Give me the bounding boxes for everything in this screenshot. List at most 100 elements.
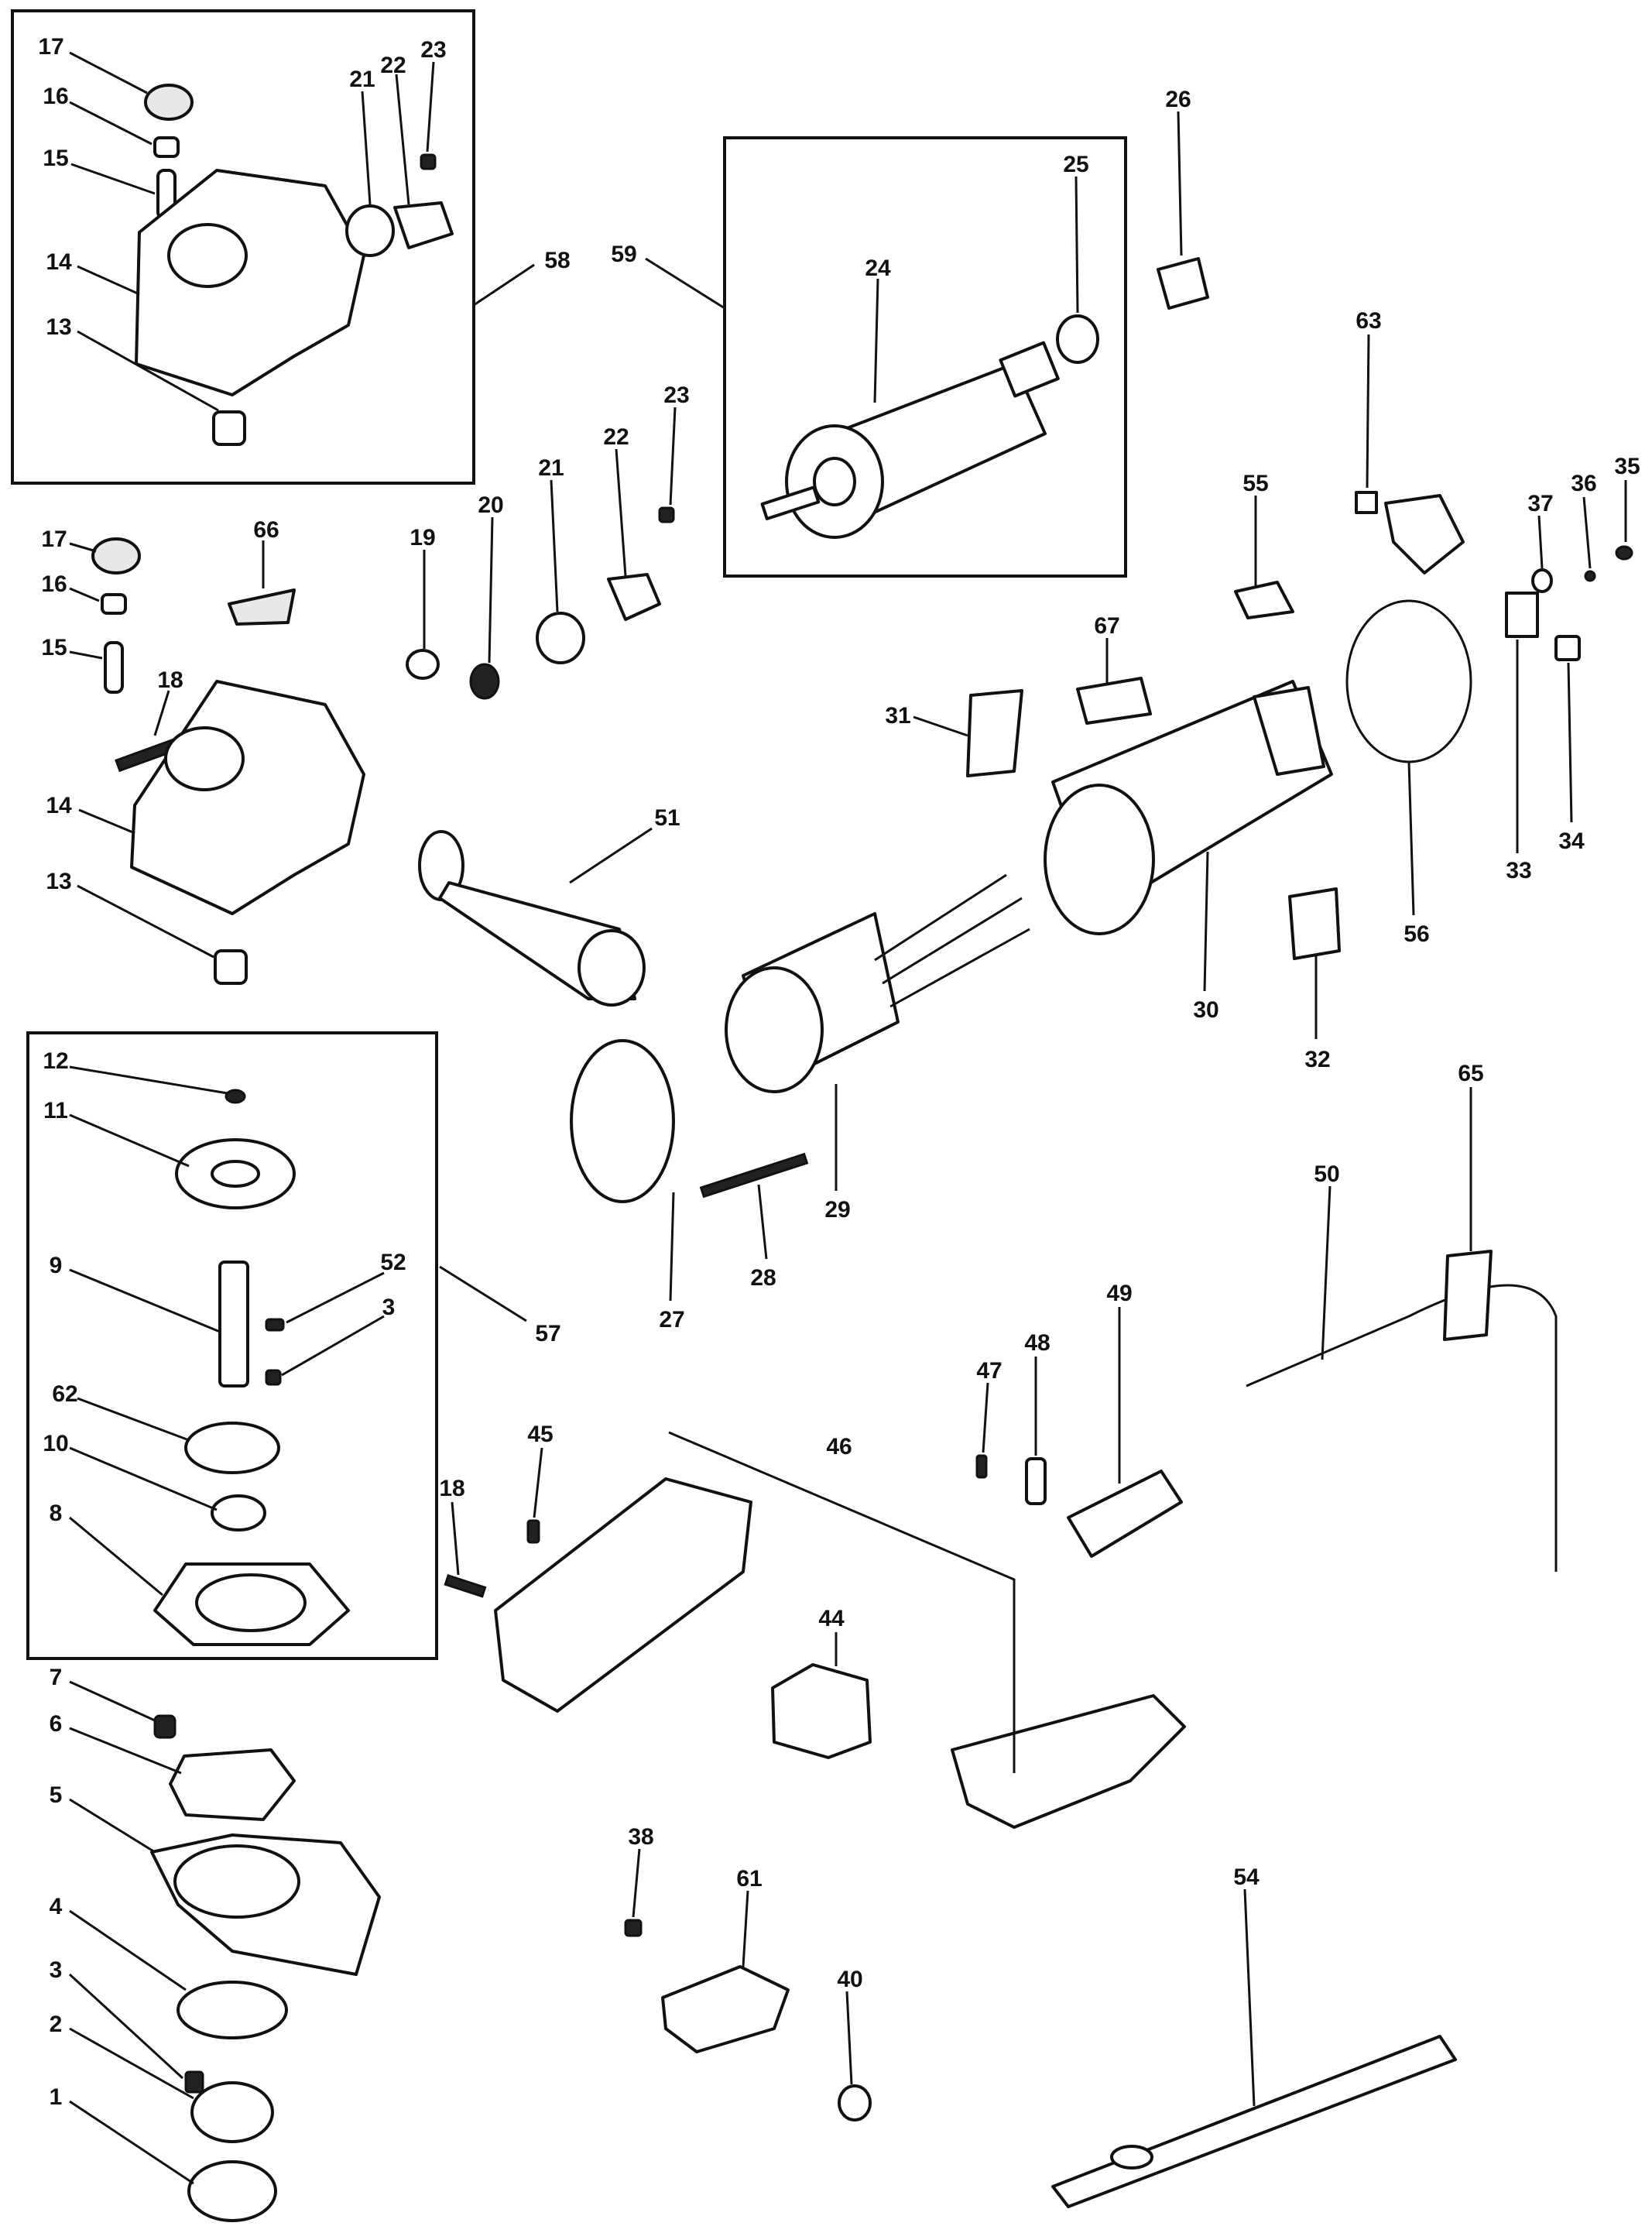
callout-11: 11 bbox=[43, 1098, 68, 1123]
bearing-21 bbox=[345, 204, 395, 257]
spring-16b bbox=[101, 593, 127, 615]
label-32 bbox=[1288, 887, 1341, 960]
bushing-13b bbox=[214, 949, 248, 985]
plate-62 bbox=[184, 1422, 280, 1474]
callout-59: 59 bbox=[611, 242, 636, 267]
bearing-10 bbox=[211, 1494, 266, 1532]
cord-50 bbox=[1246, 1284, 1558, 1572]
guard-5-collar bbox=[173, 1844, 300, 1919]
spindle-9 bbox=[218, 1261, 249, 1387]
callout-14b: 14 bbox=[46, 793, 72, 818]
screw-7 bbox=[153, 1714, 177, 1739]
field-29-leads bbox=[874, 873, 1030, 1008]
gear-case-14b-bore bbox=[164, 726, 245, 791]
bearing-housing-8-bore bbox=[195, 1573, 307, 1632]
callout-33: 33 bbox=[1506, 858, 1531, 883]
callout-55: 55 bbox=[1242, 471, 1268, 496]
callouts-59: 24 25 59 bbox=[611, 152, 1089, 403]
handle-half-46a bbox=[494, 1477, 752, 1713]
callout-15: 15 bbox=[43, 146, 68, 171]
callout-16: 16 bbox=[43, 84, 68, 109]
field-29-bore bbox=[725, 966, 824, 1093]
callouts-guard: 7 6 5 4 3 2 1 bbox=[50, 1665, 194, 2185]
group-59-frame bbox=[723, 136, 1127, 578]
motor-housing-30-rear bbox=[1253, 686, 1325, 776]
callout-32: 32 bbox=[1304, 1047, 1330, 1072]
screw-3 bbox=[184, 2070, 204, 2094]
callout-18: 18 bbox=[157, 667, 183, 693]
callout-3: 3 bbox=[50, 1957, 63, 1983]
callout-6: 6 bbox=[50, 1711, 63, 1737]
callout-36: 36 bbox=[1571, 471, 1596, 496]
screw-23b bbox=[658, 506, 675, 523]
brush-holder-parts bbox=[1355, 491, 1633, 661]
callout-22: 22 bbox=[380, 53, 406, 78]
flange-1 bbox=[187, 2160, 277, 2222]
spindle-assembly-57 bbox=[153, 1089, 350, 1646]
key-52 bbox=[265, 1318, 285, 1332]
callout-28: 28 bbox=[750, 1265, 776, 1291]
label-55 bbox=[1234, 581, 1294, 619]
callout-34: 34 bbox=[1558, 828, 1585, 854]
gear-case-parts bbox=[91, 537, 365, 985]
callout-15b: 15 bbox=[41, 635, 67, 660]
cord-guard-49 bbox=[1067, 1470, 1183, 1558]
callout-52: 52 bbox=[380, 1250, 406, 1275]
spring-16 bbox=[153, 136, 180, 158]
callout-21: 21 bbox=[349, 67, 375, 92]
plate-22b bbox=[607, 573, 661, 621]
callout-8: 8 bbox=[50, 1501, 63, 1526]
callout-58: 58 bbox=[544, 248, 570, 273]
motor-housing-parts bbox=[570, 257, 1472, 1203]
bushing-13 bbox=[212, 410, 246, 446]
screw-23 bbox=[420, 153, 437, 170]
callout-23b: 23 bbox=[663, 382, 689, 408]
callout-62: 62 bbox=[52, 1381, 77, 1407]
callout-38: 38 bbox=[628, 1824, 653, 1850]
callout-63: 63 bbox=[1356, 308, 1381, 334]
holder-63 bbox=[1384, 494, 1465, 575]
callout-16b: 16 bbox=[41, 571, 67, 597]
gear-20 bbox=[469, 663, 500, 700]
group-58-frame bbox=[11, 9, 475, 485]
bearing-21b bbox=[536, 612, 585, 664]
guard-and-flanges bbox=[150, 1714, 381, 2222]
callout-37: 37 bbox=[1527, 491, 1553, 516]
callouts-handle: 18 45 46 44 47 48 49 50 65 38 61 40 54 bbox=[439, 1061, 1484, 2107]
callout-24: 24 bbox=[865, 256, 891, 281]
callout-17: 17 bbox=[38, 34, 63, 60]
callout-9: 9 bbox=[50, 1253, 63, 1278]
callout-13b: 13 bbox=[46, 869, 71, 894]
screw-18b bbox=[444, 1573, 487, 1598]
cap-17b bbox=[91, 537, 141, 575]
clamp-48 bbox=[1025, 1457, 1047, 1505]
callout-56: 56 bbox=[1404, 921, 1429, 947]
callout-30: 30 bbox=[1193, 997, 1218, 1023]
screw-35 bbox=[1615, 545, 1633, 561]
callouts-58: 17 16 15 14 13 21 22 23 58 bbox=[38, 34, 571, 412]
pin-15b bbox=[104, 641, 124, 694]
callout-20: 20 bbox=[478, 492, 503, 518]
holder-63a bbox=[1355, 491, 1378, 514]
handle-and-switch-parts bbox=[444, 1250, 1558, 2208]
callout-57: 57 bbox=[535, 1321, 560, 1346]
bevel-gear-11-hub bbox=[211, 1160, 260, 1188]
callout-14: 14 bbox=[46, 249, 72, 275]
callout-65: 65 bbox=[1458, 1061, 1483, 1086]
callout-54: 54 bbox=[1233, 1864, 1260, 1890]
callout-1: 1 bbox=[50, 2084, 63, 2110]
callout-67: 67 bbox=[1094, 613, 1119, 639]
callout-29: 29 bbox=[824, 1197, 850, 1223]
motor-housing-30-mouth bbox=[1044, 784, 1155, 935]
label-66 bbox=[228, 588, 296, 626]
side-handle-51: 51 bbox=[418, 805, 680, 1007]
callout-51: 51 bbox=[654, 805, 680, 831]
callout-50: 50 bbox=[1314, 1161, 1339, 1187]
callouts-center: 19 20 21 22 23 bbox=[410, 382, 690, 664]
callout-45: 45 bbox=[527, 1422, 553, 1447]
callouts-gear-case: 17 16 15 18 14 13 66 bbox=[41, 517, 279, 959]
callout-5: 5 bbox=[50, 1782, 63, 1808]
screw-47 bbox=[975, 1454, 988, 1479]
screw-3b bbox=[265, 1369, 282, 1386]
